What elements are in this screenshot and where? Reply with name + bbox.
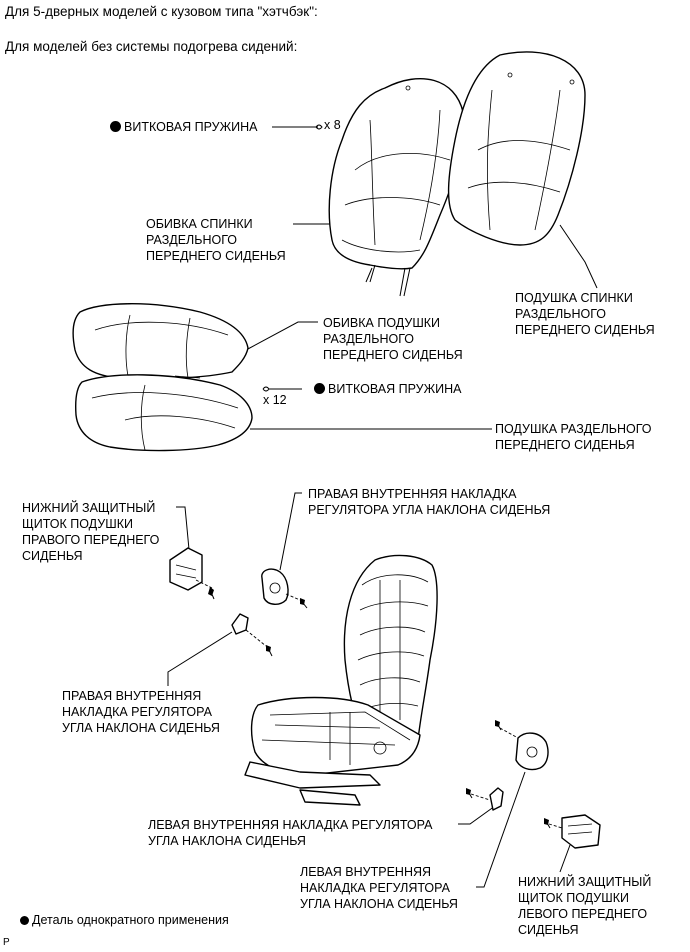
cushion-cover-illustration	[72, 303, 249, 380]
label-backrest-cover: ОБИВКА СПИНКИ РАЗДЕЛЬНОГО ПЕРЕДНЕГО СИДЕ…	[146, 217, 286, 263]
label-right-inner-cover-left: ПРАВАЯ ВНУТРЕННЯЯ НАКЛАДКА РЕГУЛЯТОРА УГ…	[62, 689, 220, 735]
legend: Деталь однократного применения	[20, 912, 229, 928]
label-coil-spring-top: ВИТКОВАЯ ПРУЖИНА	[110, 119, 257, 135]
seat-frame-illustration	[244, 554, 438, 806]
label-left-inner-cover-mid: ЛЕВАЯ ВНУТРЕННЯЯ НАКЛАДКА РЕГУЛЯТОРА УГЛ…	[148, 818, 433, 848]
label-qty-mid: x 12	[263, 393, 287, 407]
label-lower-shield-right: НИЖНИЙ ЗАЩИТНЫЙ ЩИТОК ПОДУШКИ ПРАВОГО ПЕ…	[22, 501, 160, 563]
label-left-inner-cover-bottom: ЛЕВАЯ ВНУТРЕННЯЯ НАКЛАДКА РЕГУЛЯТОРА УГЛ…	[300, 865, 458, 911]
label-right-inner-cover-top: ПРАВАЯ ВНУТРЕННЯЯ НАКЛАДКА РЕГУЛЯТОРА УГ…	[308, 487, 551, 517]
seatback-cover-illustration	[328, 77, 465, 297]
header-line-1: Для 5-дверных моделей с кузовом типа "хэ…	[5, 4, 318, 19]
single-use-dot-icon	[110, 121, 121, 132]
coil-spring-top-icon	[315, 124, 323, 130]
left-inner-cover-bottom-illustration	[495, 720, 549, 771]
coil-spring-mid-icon	[262, 386, 302, 392]
leader-lines	[167, 126, 598, 888]
left-inner-cover-mid-illustration	[466, 787, 504, 811]
label-coil-spring-mid: ВИТКОВАЯ ПРУЖИНА	[314, 381, 461, 397]
header-line-2: Для моделей без системы подогрева сидени…	[5, 39, 298, 54]
lower-shield-right-illustration	[169, 547, 215, 600]
label-cushion-cover: ОБИВКА ПОДУШКИ РАЗДЕЛЬНОГО ПЕРЕДНЕГО СИД…	[323, 316, 463, 362]
right-inner-cover-small-illustration	[231, 613, 273, 657]
lower-shield-left-illustration	[544, 814, 601, 849]
label-lower-shield-left: НИЖНИЙ ЗАЩИТНЫЙ ЩИТОК ПОДУШКИ ЛЕВОГО ПЕР…	[518, 875, 652, 937]
corner-mark: P	[3, 937, 10, 948]
label-qty-top: x 8	[324, 118, 341, 132]
label-backrest-pad: ПОДУШКА СПИНКИ РАЗДЕЛЬНОГО ПЕРЕДНЕГО СИД…	[515, 291, 655, 337]
single-use-dot-icon	[20, 916, 29, 925]
label-cushion-pad: ПОДУШКА РАЗДЕЛЬНОГО ПЕРЕДНЕГО СИДЕНЬЯ	[495, 422, 652, 452]
cushion-pad-illustration	[74, 374, 253, 452]
seatback-pad-illustration	[447, 51, 586, 246]
right-inner-cover-top-illustration	[261, 568, 308, 609]
single-use-dot-icon	[314, 383, 325, 394]
